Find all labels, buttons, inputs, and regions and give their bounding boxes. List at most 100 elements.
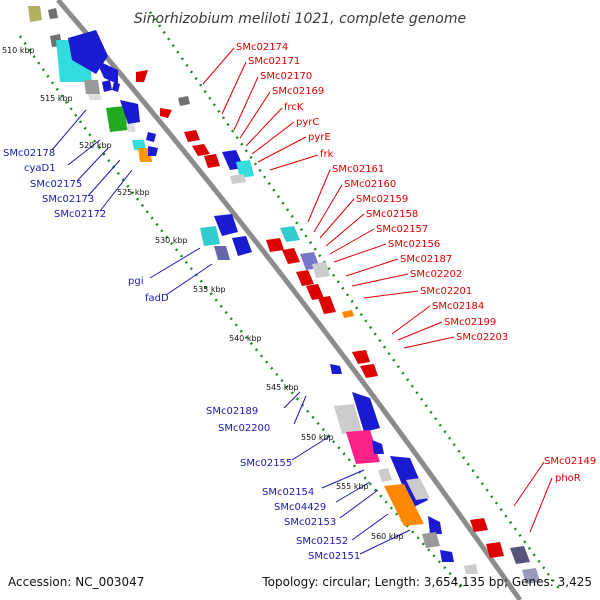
gene-block[interactable]	[346, 430, 380, 464]
gene-label[interactable]: SMc02153	[284, 517, 336, 528]
gene-label[interactable]: cyaD1	[24, 163, 56, 174]
gene-block[interactable]	[510, 546, 530, 564]
gene-label[interactable]: SMc02152	[296, 536, 348, 547]
map-title: Sinorhizobium meliloti 1021, complete ge…	[134, 11, 466, 27]
kbp-label: 555 kbp	[336, 482, 369, 491]
gene-label[interactable]: frcK	[284, 102, 304, 113]
gene-block[interactable]	[342, 310, 354, 318]
gene-arrow[interactable]	[372, 440, 384, 454]
gene-label[interactable]: SMc02151	[308, 551, 360, 562]
inner-ring	[18, 35, 466, 591]
gene-block[interactable]	[378, 468, 392, 482]
gene-label[interactable]: SMc02200	[218, 423, 270, 434]
gene-label[interactable]: SMc02178	[3, 148, 55, 159]
gene-block[interactable]	[384, 484, 424, 526]
gene-label[interactable]: SMc02158	[366, 209, 418, 220]
gene-label[interactable]: SMc02149	[544, 456, 596, 467]
kbp-label: 530 kbp	[155, 236, 188, 245]
gene-block[interactable]	[106, 106, 128, 132]
gene-block[interactable]	[178, 96, 190, 106]
outer-ring	[148, 11, 562, 591]
reverse-strand-genes	[28, 6, 478, 574]
gene-label[interactable]: SMc02184	[432, 301, 484, 312]
kbp-label: 520 kbp	[79, 141, 112, 150]
gene-label[interactable]: SMc02202	[410, 269, 462, 280]
gene-arrow[interactable]	[112, 82, 120, 92]
gene-block[interactable]	[214, 246, 230, 260]
gene-arrow[interactable]	[184, 130, 200, 142]
gene-label[interactable]: fadD	[145, 293, 169, 304]
gene-label[interactable]: SMc02174	[236, 42, 288, 53]
gene-label[interactable]: phoR	[555, 473, 581, 484]
gene-block[interactable]	[84, 80, 100, 94]
gene-block[interactable]	[88, 94, 102, 100]
gene-arrow[interactable]	[282, 248, 300, 264]
gene-arrow[interactable]	[146, 132, 156, 142]
gene-label[interactable]: SMc02201	[420, 286, 472, 297]
gene-block[interactable]	[126, 124, 136, 132]
gene-arrow[interactable]	[204, 154, 220, 168]
gene-label[interactable]: SMc02203	[456, 332, 508, 343]
forward-labels: SMc02174 SMc02171 SMc02170 SMc02169 frcK…	[236, 42, 596, 484]
gene-label[interactable]: SMc02161	[332, 164, 384, 175]
gene-arrow[interactable]	[136, 70, 148, 82]
gene-arrow[interactable]	[214, 214, 238, 236]
gene-arrow[interactable]	[352, 392, 380, 432]
gene-block[interactable]	[48, 8, 58, 19]
gene-block[interactable]	[132, 140, 146, 150]
gene-label[interactable]: SMc02157	[376, 224, 428, 235]
gene-block[interactable]	[312, 262, 330, 278]
gene-label[interactable]: SMc02171	[248, 56, 300, 67]
gene-arrow[interactable]	[318, 296, 336, 314]
gene-arrow[interactable]	[192, 144, 210, 156]
accession-text: Accession: NC_003047	[8, 575, 144, 589]
gene-arrow[interactable]	[96, 60, 118, 84]
gene-block[interactable]	[28, 6, 42, 22]
gene-block[interactable]	[422, 532, 440, 548]
gene-label[interactable]: SMc02187	[400, 254, 452, 265]
gene-arrow[interactable]	[330, 364, 342, 374]
gene-arrow[interactable]	[232, 236, 252, 256]
gene-label[interactable]: SMc02170	[260, 71, 312, 82]
gene-arrow[interactable]	[266, 238, 284, 252]
gene-label[interactable]: frk	[320, 149, 334, 160]
gene-label[interactable]: SMc02155	[240, 458, 292, 469]
gene-block[interactable]	[522, 568, 540, 584]
gene-arrow[interactable]	[306, 284, 324, 300]
gene-arrow[interactable]	[102, 80, 112, 92]
gene-block[interactable]	[200, 226, 220, 246]
gene-arrow[interactable]	[428, 516, 442, 534]
gene-arrow[interactable]	[148, 146, 158, 156]
gene-label[interactable]: pgi	[128, 276, 143, 287]
gene-arrow[interactable]	[440, 550, 454, 562]
gene-block[interactable]	[230, 174, 246, 184]
gene-arrow[interactable]	[296, 270, 314, 286]
gene-block[interactable]	[280, 226, 300, 242]
gene-label[interactable]: SMc02189	[206, 406, 258, 417]
gene-label[interactable]: SMc02173	[42, 194, 94, 205]
gene-label[interactable]: SMc02175	[30, 179, 82, 190]
gene-label[interactable]: SMc02156	[388, 239, 440, 250]
gene-block[interactable]	[334, 404, 362, 434]
gene-label[interactable]: SMc02172	[54, 209, 106, 220]
gene-label[interactable]: SMc02159	[356, 194, 408, 205]
gene-label[interactable]: pyrE	[308, 132, 331, 143]
gene-label[interactable]: SMc02160	[344, 179, 396, 190]
gene-label[interactable]: SMc02169	[272, 86, 324, 97]
gene-arrow[interactable]	[352, 350, 370, 364]
gene-block[interactable]	[464, 564, 478, 574]
gene-label[interactable]: SMc02199	[444, 317, 496, 328]
genome-backbone	[56, 0, 523, 600]
gene-label[interactable]: SMc04429	[274, 502, 326, 513]
reverse-labels: SMc02178 cyaD1 SMc02175 SMc02173 SMc0217…	[3, 148, 360, 562]
gene-arrow[interactable]	[160, 108, 172, 118]
gene-arrow[interactable]	[486, 542, 504, 558]
gene-arrow[interactable]	[120, 100, 140, 124]
gene-arrow[interactable]	[360, 364, 378, 378]
gene-label[interactable]: pyrC	[296, 117, 319, 128]
gene-block[interactable]	[236, 160, 254, 178]
gene-arrow[interactable]	[470, 518, 488, 532]
gene-block[interactable]	[406, 478, 430, 500]
gene-label[interactable]: SMc02154	[262, 487, 314, 498]
